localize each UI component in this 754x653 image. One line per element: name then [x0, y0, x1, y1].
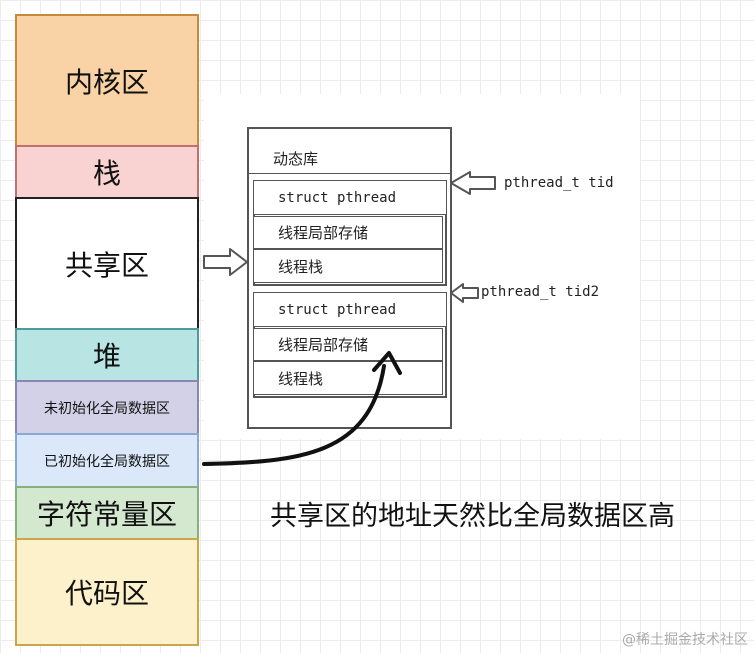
thread2-struct-pthread: struct pthread	[253, 292, 447, 327]
segment-kernel: 内核区	[15, 14, 199, 147]
thread2-stack: 线程栈	[253, 361, 443, 395]
shared-library-divider	[249, 173, 450, 174]
tid-pointer-arrow-icon	[450, 171, 496, 195]
curve-arrowhead-icon	[372, 351, 402, 375]
segment-rodata: 字符常量区	[15, 486, 199, 540]
shared-to-library-arrow-icon	[203, 248, 248, 276]
caption-text: 共享区的地址天然比全局数据区高	[270, 501, 675, 532]
watermark: @稀土掘金技术社区	[622, 632, 748, 648]
segment-shared: 共享区	[15, 197, 199, 330]
thread1-struct-pthread: struct pthread	[253, 180, 447, 215]
shared-library-title: 动态库	[273, 150, 319, 168]
segment-bss: 未初始化全局数据区	[15, 380, 199, 435]
pointer-label-tid2: pthread_t tid2	[481, 284, 600, 300]
thread1-stack: 线程栈	[253, 249, 443, 283]
data-to-tls-curve-arrow-icon	[202, 364, 386, 466]
segment-data: 已初始化全局数据区	[15, 433, 199, 488]
tid2-pointer-arrow-icon	[450, 283, 479, 303]
thread2-tls: 线程局部存储	[253, 328, 443, 361]
segment-text: 代码区	[15, 538, 199, 646]
segment-heap: 堆	[15, 328, 199, 382]
pointer-label-tid: pthread_t tid	[504, 175, 614, 191]
thread1-tls: 线程局部存储	[253, 216, 443, 249]
